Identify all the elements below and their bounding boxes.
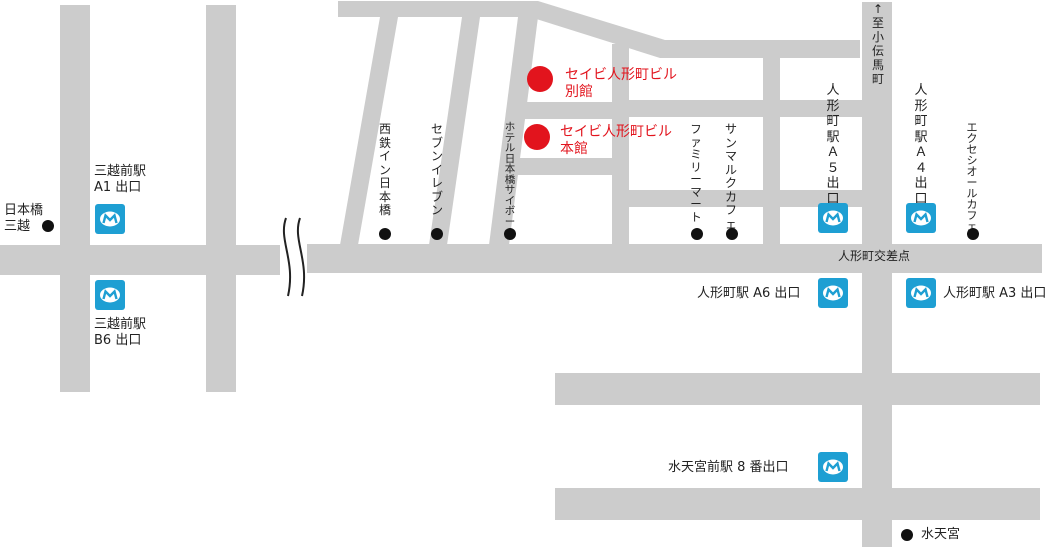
road-main (307, 244, 1042, 273)
road-break-mark (296, 217, 306, 297)
poi-dot-nishitetsu (379, 228, 391, 240)
road (489, 17, 538, 245)
poi-dot-seven (431, 228, 443, 240)
poi-label-sanmaru: サンマルクカフェ (724, 122, 737, 231)
road (530, 1, 860, 58)
road (206, 5, 236, 392)
poi-label-seven: セブンイレブン (430, 122, 443, 217)
poi-label-nishitetsu: 西鉄イン日本橋 (378, 122, 391, 217)
road (628, 190, 863, 207)
exit-label-ningyocho-a6: 人形町駅 A6 出口 (697, 286, 801, 301)
tokyo-metro-icon (906, 278, 936, 308)
exit-label-ningyocho-a3: 人形町駅 A3 出口 (943, 286, 1047, 301)
poi-label-hotel: ホテル日本橋サイボー (504, 121, 516, 228)
road (340, 17, 398, 245)
exit-label-ningyocho-a4: 人形町駅Ａ４出口 (914, 83, 928, 207)
poi-label-excelsior: エクセシオールカフェ (966, 121, 978, 233)
tokyo-metro-icon (818, 203, 848, 233)
road (516, 102, 628, 119)
tokyo-metro-icon (95, 280, 125, 310)
road-break-mark (282, 217, 292, 297)
poi-dot-suitengu (901, 529, 913, 541)
tokyo-metro-icon (95, 204, 125, 234)
poi-dot-excelsior (967, 228, 979, 240)
poi-label-suitengu: 水天宮 (921, 527, 961, 542)
road (628, 100, 863, 117)
poi-dot-sanmaru (726, 228, 738, 240)
building-main-marker (524, 124, 550, 150)
intersection-label: 人形町交差点 (838, 249, 911, 263)
road (555, 488, 1040, 520)
road-main (0, 245, 280, 275)
direction-label-kodenmacho: ↑至小伝馬町 (871, 2, 884, 86)
road (555, 373, 1040, 405)
tokyo-metro-icon (818, 278, 848, 308)
building-annex-marker (527, 66, 553, 92)
tokyo-metro-icon (906, 203, 936, 233)
exit-label-suitengumae-8: 水天宮前駅 8 番出口 (668, 460, 789, 475)
road (338, 1, 538, 17)
poi-dot-hotel (504, 228, 516, 240)
poi-label-familymart: ファミリーマート (690, 122, 702, 224)
road (429, 17, 480, 245)
poi-label-mitsukoshi: 日本橋 三越 (4, 203, 44, 234)
tokyo-metro-icon (818, 452, 848, 482)
exit-label-ningyocho-a5: 人形町駅Ａ５出口 (826, 83, 840, 207)
building-annex-label: セイビ人形町ビル 別館 (565, 67, 677, 100)
exit-label-mitsukoshi-a1: 三越前駅 A1 出口 (94, 164, 147, 195)
exit-label-mitsukoshi-b6: 三越前駅 B6 出口 (94, 317, 147, 348)
poi-dot-mitsukoshi (42, 220, 54, 232)
building-main-label: セイビ人形町ビル 本館 (560, 124, 672, 157)
road (60, 5, 90, 392)
poi-dot-familymart (691, 228, 703, 240)
road (510, 158, 628, 175)
road (862, 2, 892, 547)
road (763, 55, 780, 245)
road (612, 44, 629, 246)
